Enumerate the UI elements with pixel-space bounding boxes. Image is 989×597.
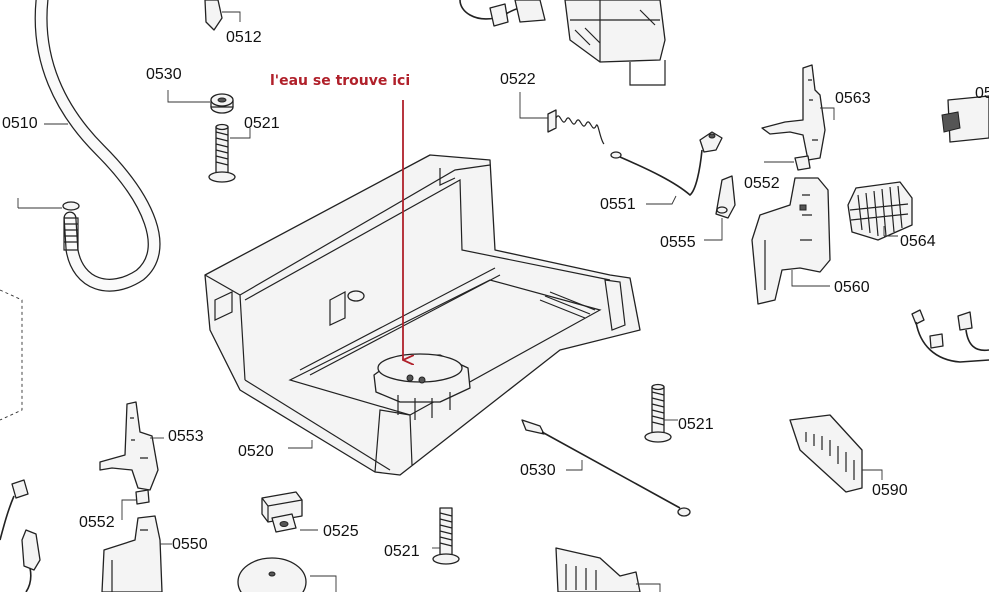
- label-0551: 0551: [600, 196, 636, 213]
- clip-0552-right: [794, 155, 811, 171]
- label-0521-top: 0521: [244, 115, 280, 132]
- label-0552-right: 0552: [744, 175, 780, 192]
- label-0553: 0553: [168, 428, 204, 445]
- wire-harness-left: [0, 479, 41, 593]
- electronics-topright: [941, 95, 989, 143]
- label-0590: 0590: [872, 482, 908, 499]
- grille-0564: [847, 181, 913, 241]
- label-0563: 0563: [835, 90, 871, 107]
- connector-0525: [261, 491, 303, 533]
- label-0522: 0522: [500, 71, 536, 88]
- part-labels: l'eau se trouve ici 0512 0530 0521 0510 …: [2, 29, 989, 560]
- label-0555: 0555: [660, 234, 696, 251]
- label-0552-left: 0552: [79, 514, 115, 531]
- foot-screw-0521-c: [432, 507, 460, 565]
- sensor-cable-0551: [610, 131, 723, 197]
- label-0510: 0510: [2, 115, 38, 132]
- dashed-outline: [0, 289, 23, 421]
- label-0520: 0520: [238, 443, 274, 460]
- cable-0530: [521, 419, 691, 517]
- leader-lines: [17, 11, 898, 592]
- label-0512: 0512: [226, 29, 262, 46]
- part-0512: [204, 0, 223, 31]
- label-0550: 0550: [172, 536, 208, 553]
- foot-screw-0521-a: [208, 123, 236, 183]
- foot-screw-0521-b: [644, 383, 672, 443]
- water-location-note: l'eau se trouve ici: [270, 73, 410, 89]
- spring-0522: [547, 109, 605, 145]
- label-0530-top: 0530: [146, 66, 182, 83]
- label-0560: 0560: [834, 279, 870, 296]
- bracket-0563: [761, 64, 826, 161]
- label-05-partial: 05: [975, 85, 989, 102]
- label-0521-bottom: 0521: [384, 543, 420, 560]
- label-0530-bottom: 0530: [520, 462, 556, 479]
- hose-clip: [459, 0, 546, 27]
- clip-0552-left: [135, 489, 150, 505]
- label-0564: 0564: [900, 233, 936, 250]
- disc-bottom: [237, 557, 307, 597]
- label-0521-right: 0521: [678, 416, 714, 433]
- bracket-0560: [751, 177, 831, 305]
- clip-0555: [715, 175, 736, 219]
- label-0525: 0525: [323, 523, 359, 540]
- nut-0530: [210, 93, 234, 114]
- rack-0590: [789, 414, 863, 493]
- hinge-bracket-0553: [99, 401, 159, 491]
- rack-bottom: [555, 547, 641, 593]
- wire-harness-right: [911, 309, 989, 363]
- control-module: [564, 0, 666, 86]
- base-tub-0520: [204, 154, 641, 476]
- drain-hose-0510: [34, 0, 161, 292]
